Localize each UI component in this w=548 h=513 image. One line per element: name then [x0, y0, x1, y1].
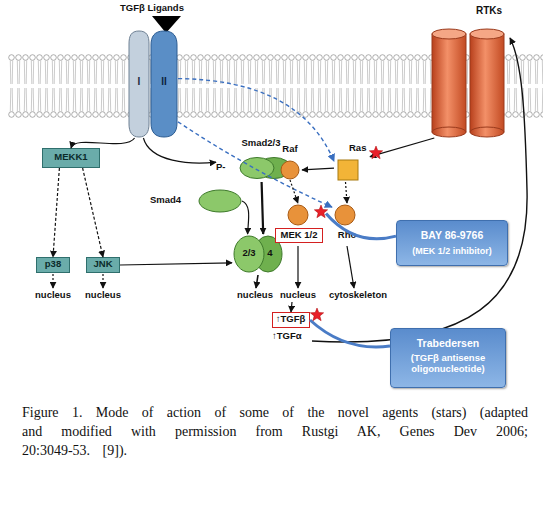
- nucleus-arrow: [256, 275, 258, 288]
- signal-arrow: [370, 138, 434, 157]
- signal-arrow: [120, 263, 232, 265]
- signal-arrow: [242, 201, 249, 234]
- signal-arrow: [302, 168, 334, 170]
- node-text: 4: [263, 248, 277, 259]
- node-text: I: [128, 76, 150, 88]
- inhibitor-line: [310, 320, 390, 347]
- node-text: MEKK1: [43, 152, 99, 163]
- signal-arrow: [71, 138, 135, 148]
- kinase-circle: MEK 1/2: [274, 203, 326, 245]
- rtk-receptor: RTKs: [420, 4, 515, 138]
- inhibitor-line: [326, 214, 396, 239]
- ligand-triangle: [152, 16, 181, 33]
- kinase-box: p38: [36, 257, 70, 273]
- smad-protein: Smad2/3P-: [216, 138, 292, 182]
- kinase-box: JNK: [86, 257, 120, 273]
- nucleus-arrow: [297, 246, 298, 288]
- agent-star: [369, 146, 382, 159]
- node-text: ↑TGFβ: [273, 314, 308, 325]
- node-text: 2/3: [234, 248, 264, 259]
- node-text: P-: [216, 162, 238, 173]
- signal-arrow: [290, 180, 298, 203]
- agent-star: [314, 205, 327, 218]
- text-label: TGFβ Ligands: [106, 3, 198, 14]
- path-shape: [151, 31, 177, 137]
- signal-arrow: [178, 122, 332, 207]
- text-label: nucleus: [275, 290, 321, 301]
- svg-shape: [420, 4, 515, 138]
- kinase-circle: Raf: [278, 144, 302, 180]
- drug-callout: Trabedersen (TGFβ antisense oligonucleoti…: [390, 328, 506, 388]
- node-text: Smad4: [150, 195, 196, 206]
- nucleus-arrow: [102, 274, 103, 288]
- smad-protein: Smad4: [150, 188, 242, 214]
- figure-caption: Figure 1. Mode of action of some of the …: [22, 403, 528, 460]
- text-label: ↑TGFα: [272, 331, 316, 342]
- text-label: cytoskeleton: [327, 290, 389, 301]
- nucleus-arrow: [52, 274, 53, 288]
- target-gene-box: ↑TGFβ: [272, 312, 310, 328]
- path-shape: [129, 31, 149, 137]
- node-text: Ras: [349, 143, 370, 154]
- agent-star: [310, 308, 323, 321]
- node-text: BAY 86-9766: [397, 229, 507, 241]
- signal-arrow: [143, 138, 216, 163]
- node-text: II: [150, 76, 178, 88]
- node-text: MEK 1/2: [275, 228, 323, 243]
- drug-callout: BAY 86-9766 (MEK 1/2 inhibitor): [396, 220, 508, 266]
- receptor-type-ii: II: [150, 30, 178, 138]
- signal-arrow: [262, 182, 264, 234]
- ellipse-shape: [432, 29, 466, 39]
- signal-arrow: [346, 182, 348, 203]
- node-text: RTKs: [476, 5, 515, 17]
- gtpase-circle: Rho: [332, 203, 362, 245]
- rect-shape: [432, 34, 466, 132]
- node-text: JNK: [87, 259, 119, 270]
- ellipse-shape: [432, 127, 466, 137]
- text-label: nucleus: [232, 290, 278, 301]
- text-label: nucleus: [30, 290, 76, 301]
- rect-shape: [470, 34, 504, 132]
- ellipse-shape: [470, 29, 504, 39]
- node-text: (TGFβ antisense oligonucleotide): [396, 353, 500, 375]
- circle-shape: [281, 161, 299, 179]
- node-text: p38: [37, 259, 69, 270]
- ellipse-shape: [199, 190, 241, 212]
- ellipse-shape: [470, 127, 504, 137]
- rect-shape: [338, 160, 358, 180]
- node-text: Trabedersen: [391, 337, 505, 349]
- circle-shape: [288, 205, 308, 225]
- signal-arrow: [83, 168, 103, 257]
- text-label: nucleus: [80, 290, 126, 301]
- receptor-type-i: I: [128, 30, 150, 138]
- ellipse-shape: [240, 158, 274, 179]
- node-text: (MEK 1/2 inhibitor): [397, 246, 507, 256]
- circle-shape: [335, 205, 355, 225]
- signal-arrow: [53, 168, 59, 257]
- node-text: Rho: [332, 230, 362, 241]
- gtpase-square: Ras: [334, 136, 370, 182]
- node-text: Raf: [278, 144, 302, 155]
- kinase-box: MEKK1: [42, 148, 100, 168]
- signal-arrow: [178, 79, 334, 162]
- cytoskeleton-arrow: [347, 246, 354, 288]
- ellipse-shape: [234, 236, 264, 272]
- transcription-arrow: [291, 302, 292, 312]
